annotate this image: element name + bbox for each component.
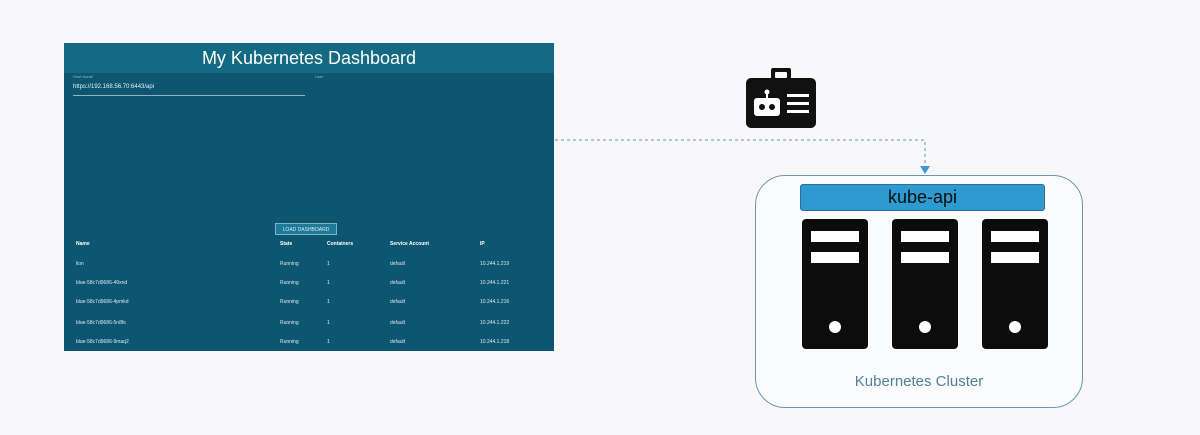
server-icon [802, 219, 868, 349]
table-cell: 10.244.1.222 [480, 320, 510, 326]
id-badge-robot-icon [746, 68, 816, 128]
table-cell: blue-58c7d9686-4pmkd [76, 299, 129, 305]
table-cell: blue-58c7d9686-5n8fs [76, 320, 126, 326]
dashboard-panel: My Kubernetes Dashboard Host Name User h… [64, 43, 554, 351]
kube-api-box: kube-api [800, 184, 1045, 211]
table-cell: default [390, 339, 406, 345]
table-cell: Running [280, 261, 299, 267]
table-cell: 10.244.1.216 [480, 299, 510, 305]
server-icon [892, 219, 958, 349]
table-cell: 10.244.1.221 [480, 280, 510, 286]
table-cell: blue-58c7d9686-49xnd [76, 280, 128, 286]
table-cell: default [390, 280, 406, 286]
table-cell: 10.244.1.219 [480, 261, 510, 267]
host-input-value[interactable]: https://192.168.56.70:6443/api [73, 84, 155, 90]
table-cell: Running [280, 299, 299, 305]
table-cell: lion [76, 261, 84, 267]
table-cell: 1 [327, 261, 330, 267]
table-cell: Running [280, 339, 299, 345]
table-cell: 1 [327, 339, 330, 345]
column-header-service-account: Service Account [390, 241, 429, 247]
table-cell: default [390, 299, 406, 305]
dashboard-header [64, 43, 554, 73]
table-cell: 1 [327, 299, 330, 305]
connector-arrowhead [920, 166, 930, 174]
host-label: Host Name [73, 74, 94, 79]
table-cell: 1 [327, 280, 330, 286]
column-header-state: State [280, 241, 293, 247]
table-cell: 1 [327, 320, 330, 326]
column-header-containers: Containers [327, 241, 354, 247]
column-header-name: Name [76, 241, 90, 247]
table-cell: Running [280, 320, 299, 326]
connector-line [555, 139, 926, 167]
table-cell: default [390, 320, 406, 326]
user-label: User [315, 74, 324, 79]
host-input-underline [73, 95, 305, 96]
cluster-label: Kubernetes Cluster [854, 373, 984, 390]
load-dashboard-button[interactable]: LOAD DASHBOARD [275, 223, 337, 235]
server-icon [982, 219, 1048, 349]
table-cell: Running [280, 280, 299, 286]
table-cell: blue-58c7d9686-9maq2 [76, 339, 129, 345]
table-cell: 10.244.1.218 [480, 339, 510, 345]
dashboard-title: My Kubernetes Dashboard [201, 48, 417, 68]
table-cell: default [390, 261, 406, 267]
column-header-ip: IP [480, 241, 485, 247]
